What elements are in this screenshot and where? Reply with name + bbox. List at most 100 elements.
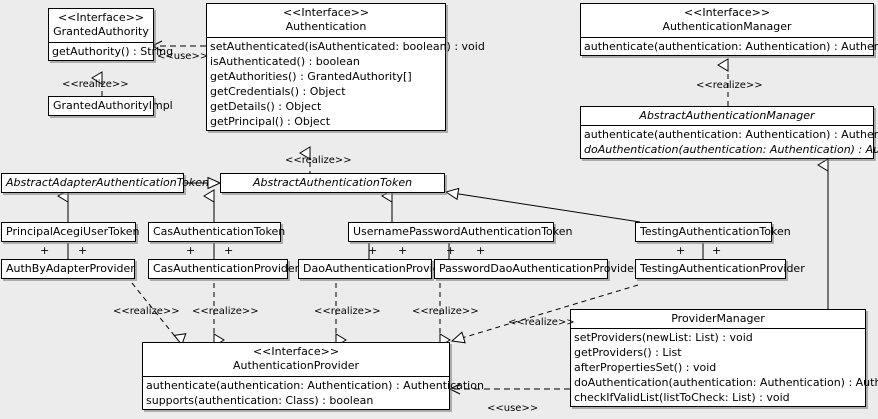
operation: getCredentials() : Object xyxy=(210,85,346,98)
class-abstract-adapter-authentication-token[interactable]: AbstractAdapterAuthenticationToken xyxy=(1,173,209,193)
stereotype-label: <<Interface>> xyxy=(282,6,370,19)
class-name: PasswordDaoAuthenticationProvider xyxy=(439,262,639,275)
association-role-plus: + xyxy=(712,244,722,257)
class-abstract-authentication-token[interactable]: AbstractAuthenticationToken xyxy=(220,173,445,193)
class-name: GrantedAuthorityImpl xyxy=(53,99,173,112)
class-header: TestingAuthenticationProvider xyxy=(636,260,805,278)
operation: authenticate(authentication: Authenticat… xyxy=(146,379,484,392)
edge-label-realize-cas: <<realize>> xyxy=(192,306,259,317)
stereotype-label: <<Interface>> xyxy=(57,11,145,24)
section-divider xyxy=(581,37,873,38)
class-header: AbstractAuthenticationToken xyxy=(221,174,444,192)
class-header: PrincipalAcegiUserToken xyxy=(2,223,139,241)
edge-label-realize-auth-by-adapter: <<realize>> xyxy=(113,306,180,317)
class-header: AuthByAdapterProvider xyxy=(2,260,135,278)
edge-label-use-provider-manager: <<use>> xyxy=(487,403,539,414)
edge-label-realize-abstract-authentication-token: <<realize>> xyxy=(285,155,352,166)
class-name: CasAuthenticationToken xyxy=(153,225,286,238)
operation: getPrincipal() : Object xyxy=(210,115,331,128)
operations-compartment: authenticate(authentication: Authenticat… xyxy=(581,126,878,158)
class-header: PasswordDaoAuthenticationProvider xyxy=(435,260,639,278)
operation: setProviders(newList: List) : void xyxy=(574,331,753,344)
operations-compartment: authenticate(authentication: Authenticat… xyxy=(581,38,878,55)
operations-compartment: authenticate(authentication: Authenticat… xyxy=(143,377,484,409)
class-testing-authentication-token[interactable]: TestingAuthenticationToken xyxy=(635,222,791,242)
class-name: AuthenticationProvider xyxy=(232,359,360,372)
class-abstract-authentication-manager[interactable]: AbstractAuthenticationManager authentica… xyxy=(580,106,878,159)
class-testing-authentication-provider[interactable]: TestingAuthenticationProvider xyxy=(635,259,805,279)
edge-label-realize-granted-authority-impl: <<realize>> xyxy=(62,79,129,90)
class-header: CasAuthenticationToken xyxy=(149,223,286,241)
class-username-password-authentication-token[interactable]: UsernamePasswordAuthenticationToken xyxy=(348,222,573,242)
class-dao-authentication-provider[interactable]: DaoAuthenticationProvider xyxy=(298,259,451,279)
edge-label-realize-testing: <<realize>> xyxy=(508,317,575,328)
association-role-plus: + xyxy=(186,244,196,257)
class-authentication-manager[interactable]: <<Interface>> AuthenticationManager auth… xyxy=(580,3,878,56)
edge-label-realize-password-dao: <<realize>> xyxy=(412,306,479,317)
operation: getAuthority() : String xyxy=(52,45,174,58)
class-authentication[interactable]: <<Interface>> Authentication setAuthenti… xyxy=(206,3,485,131)
class-header: TestingAuthenticationToken xyxy=(636,223,791,241)
association-role-plus: + xyxy=(446,244,456,257)
class-name: AbstractAuthenticationToken xyxy=(252,176,413,189)
operations-compartment: setProviders(newList: List) : void getPr… xyxy=(571,329,878,406)
class-name: AuthenticationManager xyxy=(662,20,792,33)
class-header: <<Interface>> AuthenticationManager xyxy=(581,4,873,37)
class-cas-authentication-token[interactable]: CasAuthenticationToken xyxy=(148,222,286,242)
section-divider xyxy=(49,42,153,43)
class-name: TestingAuthenticationProvider xyxy=(640,262,805,275)
association-role-plus: + xyxy=(676,244,686,257)
class-granted-authority-impl[interactable]: GrantedAuthorityImpl xyxy=(48,96,173,116)
section-divider xyxy=(571,328,865,329)
class-auth-by-adapter-provider[interactable]: AuthByAdapterProvider xyxy=(1,259,135,279)
class-password-dao-authentication-provider[interactable]: PasswordDaoAuthenticationProvider xyxy=(434,259,639,279)
edge-label-realize-abstract-authentication-manager: <<realize>> xyxy=(696,80,763,91)
class-header: DaoAuthenticationProvider xyxy=(299,260,451,278)
section-divider xyxy=(581,125,873,126)
operations-compartment: setAuthenticated(isAuthenticated: boolea… xyxy=(207,38,485,130)
edge-label-use-granted-authority: <<use>> xyxy=(157,51,209,62)
operation: getAuthorities() : GrantedAuthority[] xyxy=(210,70,412,83)
class-header: UsernamePasswordAuthenticationToken xyxy=(349,223,573,241)
class-granted-authority[interactable]: <<Interface>> GrantedAuthority getAuthor… xyxy=(48,8,174,61)
association-role-plus: + xyxy=(368,244,378,257)
class-authentication-provider[interactable]: <<Interface>> AuthenticationProvider aut… xyxy=(142,342,484,410)
operation: authenticate(authentication: Authenticat… xyxy=(584,128,878,141)
class-name: AbstractAuthenticationManager xyxy=(639,109,815,122)
class-header: AbstractAuthenticationManager xyxy=(581,107,873,125)
class-principal-acegi-user-token[interactable]: PrincipalAcegiUserToken xyxy=(1,222,139,242)
association-role-plus: + xyxy=(476,244,486,257)
class-name: AuthByAdapterProvider xyxy=(6,262,135,275)
class-header: <<Interface>> AuthenticationProvider xyxy=(143,343,449,376)
class-header: <<Interface>> Authentication xyxy=(207,4,445,37)
operation: doAuthentication(authentication: Authent… xyxy=(584,143,878,156)
class-name: GrantedAuthority xyxy=(53,25,149,38)
class-name: Authentication xyxy=(285,20,367,33)
association-role-plus: + xyxy=(40,244,50,257)
class-provider-manager[interactable]: ProviderManager setProviders(newList: Li… xyxy=(570,309,878,407)
class-name: TestingAuthenticationToken xyxy=(640,225,791,238)
operation: getDetails() : Object xyxy=(210,100,322,113)
operation: supports(authentication: Class) : boolea… xyxy=(146,394,374,407)
class-header: AbstractAdapterAuthenticationToken xyxy=(2,174,209,192)
operation: doAuthentication(authentication: Authent… xyxy=(574,376,878,389)
stereotype-label: <<Interface>> xyxy=(683,6,771,19)
edge-label-realize-dao: <<realize>> xyxy=(314,306,381,317)
class-header: <<Interface>> GrantedAuthority xyxy=(49,9,153,42)
association-role-plus: + xyxy=(78,244,88,257)
operations-compartment: getAuthority() : String xyxy=(49,43,174,60)
class-cas-authentication-provider[interactable]: CasAuthenticationProvider xyxy=(148,259,299,279)
operation: getProviders() : List xyxy=(574,346,682,359)
association-role-plus: + xyxy=(224,244,234,257)
operation: authenticate(authentication: Authenticat… xyxy=(584,40,878,53)
class-name: ProviderManager xyxy=(671,312,765,325)
class-header: GrantedAuthorityImpl xyxy=(49,97,173,115)
class-name: AbstractAdapterAuthenticationToken xyxy=(6,176,209,189)
section-divider xyxy=(207,37,445,38)
operation: isAuthenticated() : boolean xyxy=(210,55,360,68)
class-header: CasAuthenticationProvider xyxy=(149,260,299,278)
operation: afterPropertiesSet() : void xyxy=(574,361,717,374)
association-role-plus: + xyxy=(398,244,408,257)
class-name: UsernamePasswordAuthenticationToken xyxy=(353,225,573,238)
